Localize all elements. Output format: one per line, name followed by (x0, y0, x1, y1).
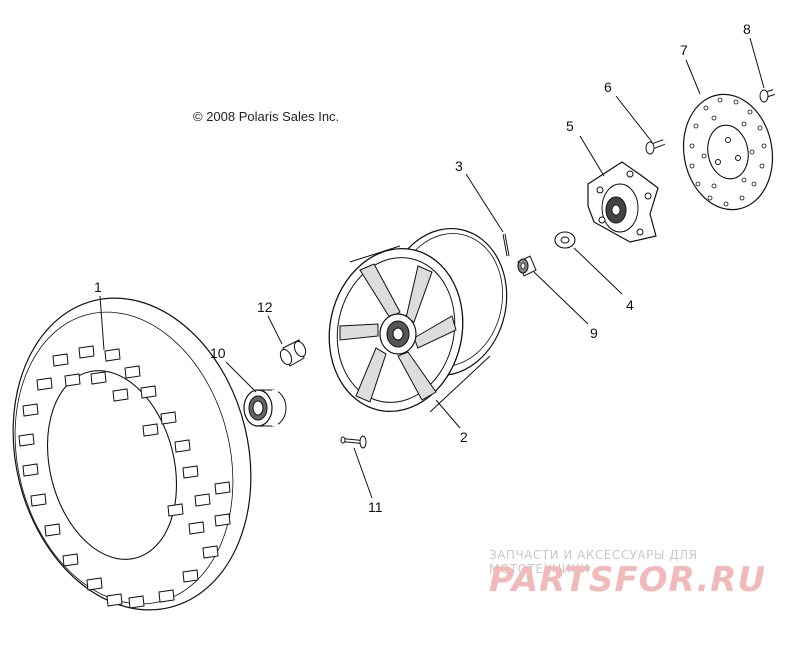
cotter-pin-part-3 (502, 233, 510, 257)
callout-8: 8 (743, 21, 751, 37)
callout-10: 10 (210, 345, 226, 361)
callout-1: 1 (94, 279, 102, 295)
watermark-tagline: ЗАПЧАСТИ И АКСЕССУАРЫ ДЛЯ МОТОТЕХНИКИ (489, 548, 698, 576)
screw-part-8 (759, 89, 775, 103)
callout-9: 9 (590, 325, 598, 341)
callout-numbers: 1 2 3 4 5 6 7 8 9 10 11 12 (94, 21, 751, 515)
spacer-part-12 (279, 339, 307, 367)
leader-lines (99, 37, 765, 499)
callout-3: 3 (455, 158, 463, 174)
copyright-notice: © 2008 Polaris Sales Inc. (193, 109, 340, 124)
bearing-part-10 (243, 389, 287, 427)
callout-2: 2 (460, 429, 468, 445)
callout-5: 5 (566, 118, 574, 134)
watermark-logo: PARTSFOR.RU (489, 560, 767, 600)
tire-part-1 (12, 297, 252, 611)
castle-nut-part-9 (517, 255, 537, 277)
stud-part-6 (645, 139, 666, 155)
bolt-part-11 (340, 435, 367, 449)
callout-6: 6 (604, 79, 612, 95)
hub-part-5 (587, 161, 659, 243)
wheel-rim-part-2 (328, 227, 508, 413)
brake-disc-part-7 (682, 93, 774, 211)
callout-11: 11 (368, 499, 383, 515)
callout-12: 12 (257, 299, 273, 315)
callout-4: 4 (626, 297, 634, 313)
callout-7: 7 (680, 42, 688, 58)
washer-part-4 (554, 231, 576, 249)
